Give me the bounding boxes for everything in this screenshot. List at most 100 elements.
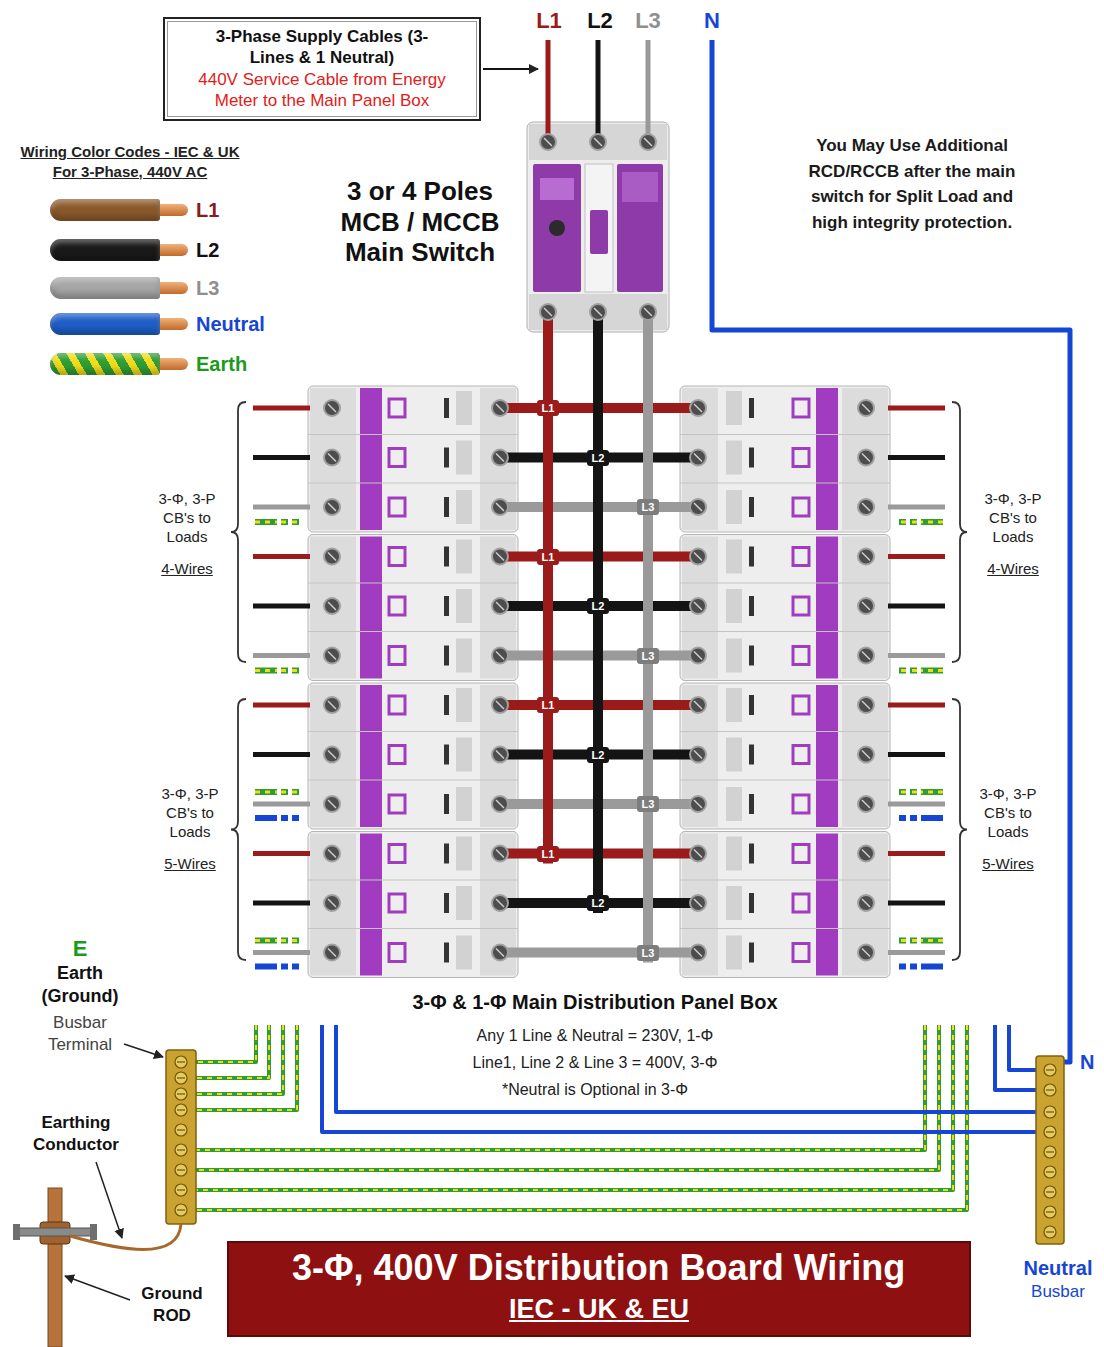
legend-heading: Wiring Color Codes - IEC & UK For 3-Phas…: [14, 142, 246, 181]
breaker-body: [308, 386, 518, 532]
screw-slot: [1046, 1131, 1054, 1132]
outgoing-terminal: [842, 834, 888, 976]
earthing-conductor: [70, 1224, 181, 1250]
screw-slot: [177, 1189, 185, 1190]
rating-label: [726, 639, 742, 673]
terminal-screw: [690, 747, 706, 763]
load-wire: [888, 604, 945, 609]
breaker-stripe: [360, 834, 382, 976]
main-busbar: [643, 312, 653, 963]
breaker-column: [680, 386, 890, 978]
earth-wire: [921, 938, 943, 944]
screw-slot: [694, 652, 702, 660]
pole-lever: [444, 448, 449, 468]
busbar-screw: [1044, 1106, 1056, 1118]
load-wire: [888, 653, 945, 658]
neutral-wire: [322, 1025, 1036, 1132]
rating-label: [456, 540, 472, 574]
pole-lever: [444, 398, 449, 418]
terminal-screw: [690, 598, 706, 614]
terminal-screw: [324, 895, 340, 911]
legend-item: Earth: [50, 351, 270, 377]
terminal-screw: [324, 648, 340, 664]
toggle-handle: [793, 845, 809, 863]
terminal-screw: [640, 304, 656, 320]
legend-item: L2: [50, 237, 270, 263]
earth-wire: [899, 789, 906, 795]
pole-lever: [749, 497, 754, 517]
toggle-handle: [389, 845, 405, 863]
terminal-screw: [858, 846, 874, 862]
neutral-wire: [1009, 1025, 1036, 1070]
earth-wire-stripe: [255, 939, 277, 942]
pole-divider: [308, 483, 518, 484]
earth-wire-stripe: [899, 521, 906, 524]
earth-wire-stripe: [292, 521, 299, 524]
earth-wire: [281, 789, 288, 795]
terminal-label: Busbar Terminal: [32, 1012, 128, 1056]
neutral-wire-stub: [910, 815, 917, 821]
terminal-screw: [858, 895, 874, 911]
copper-conductor: [160, 204, 188, 216]
rating-label: [726, 589, 742, 623]
load-wire: [253, 802, 310, 807]
screw-slot: [328, 602, 336, 610]
terminal-screw: [690, 499, 706, 515]
busbar-screw: [1044, 1166, 1056, 1178]
screw-slot: [496, 553, 504, 561]
breaker-body: [680, 386, 890, 532]
toggle-handle: [389, 498, 405, 516]
earth-wire-stripe: [196, 1025, 283, 1094]
busbar-phase-tag: L3: [637, 648, 659, 664]
terminal-screw: [590, 304, 606, 320]
screw-slot: [177, 1129, 185, 1130]
terminal-screw: [690, 400, 706, 416]
pole-divider: [680, 631, 890, 632]
terminal-screw: [324, 945, 340, 961]
terminal-screw: [858, 598, 874, 614]
rating-label: [726, 837, 742, 871]
busbar-screw: [1044, 1064, 1056, 1076]
voltage-note: Any 1 Line & Neutral = 230V, 1-Φ: [385, 1026, 805, 1045]
load-wire: [253, 604, 310, 609]
screw-slot: [177, 1061, 185, 1062]
terminal-screw: [324, 697, 340, 713]
earth-wire: [196, 1025, 283, 1094]
breaker-stripe: [816, 388, 838, 530]
terminal-screw: [858, 697, 874, 713]
title-banner: [228, 1242, 970, 1336]
rating-label: [726, 540, 742, 574]
busbar-phase-tag: L2: [587, 598, 609, 614]
terminal-screw: [324, 400, 340, 416]
terminal-screw: [690, 697, 706, 713]
wire-count: 5-Wires: [966, 855, 1050, 873]
screw-slot: [1046, 1089, 1054, 1090]
group-bracket: [231, 699, 246, 960]
terminal-screw: [492, 747, 508, 763]
earth-wire-stripe: [281, 791, 288, 794]
outgoing-terminal: [310, 388, 356, 530]
pole-lever: [749, 893, 754, 913]
copper-conductor: [160, 282, 188, 294]
earth-wire: [910, 519, 917, 525]
earth-wire: [196, 1025, 256, 1062]
legend-item: L3: [50, 275, 270, 301]
screw-slot: [544, 138, 552, 146]
screw-slot: [328, 949, 336, 957]
earth-wire-stripe: [910, 521, 917, 524]
supply-cable: [546, 40, 551, 142]
pole-divider: [308, 780, 518, 781]
neutral-wire: [336, 1025, 1036, 1112]
screw-slot: [694, 454, 702, 462]
legend-label: Neutral: [196, 311, 265, 337]
screw-slot: [694, 701, 702, 709]
busbar-screw: [175, 1056, 187, 1068]
load-wire: [253, 851, 310, 856]
pole-divider: [308, 880, 518, 881]
pole-lever: [444, 547, 449, 567]
load-wire: [253, 455, 310, 460]
busbar-phase-tag: L3: [637, 796, 659, 812]
pole-lever: [749, 844, 754, 864]
pole-lever: [749, 547, 754, 567]
load-wire: [888, 406, 945, 411]
